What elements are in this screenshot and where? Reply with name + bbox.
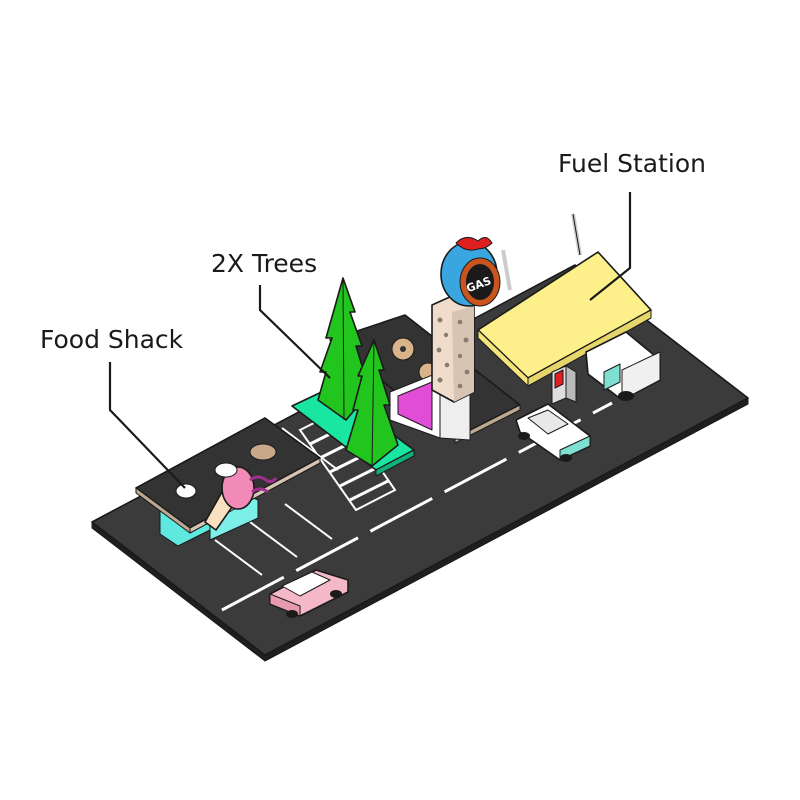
trees-label: 2X Trees — [211, 249, 317, 278]
car-white — [515, 403, 591, 462]
fuel-canopy — [477, 213, 652, 387]
fuel-station-label: Fuel Station — [558, 149, 706, 178]
callout-trees: 2X Trees — [211, 249, 331, 379]
callout-fuel-station: Fuel Station — [558, 149, 706, 301]
station-building — [389, 371, 471, 441]
ice-cream-sign — [204, 462, 278, 531]
gas-sign-pillar — [431, 295, 475, 403]
tree-large — [317, 277, 371, 421]
callout-food-shack: Food Shack — [40, 325, 186, 489]
gas-sign: GAS — [440, 237, 501, 307]
fuel-pump — [551, 365, 577, 405]
parking-lines — [214, 427, 339, 576]
food-shack-label: Food Shack — [40, 325, 184, 354]
van — [585, 331, 661, 401]
car-pink — [269, 569, 349, 618]
station-lot — [329, 314, 521, 444]
tree-small — [345, 339, 399, 467]
